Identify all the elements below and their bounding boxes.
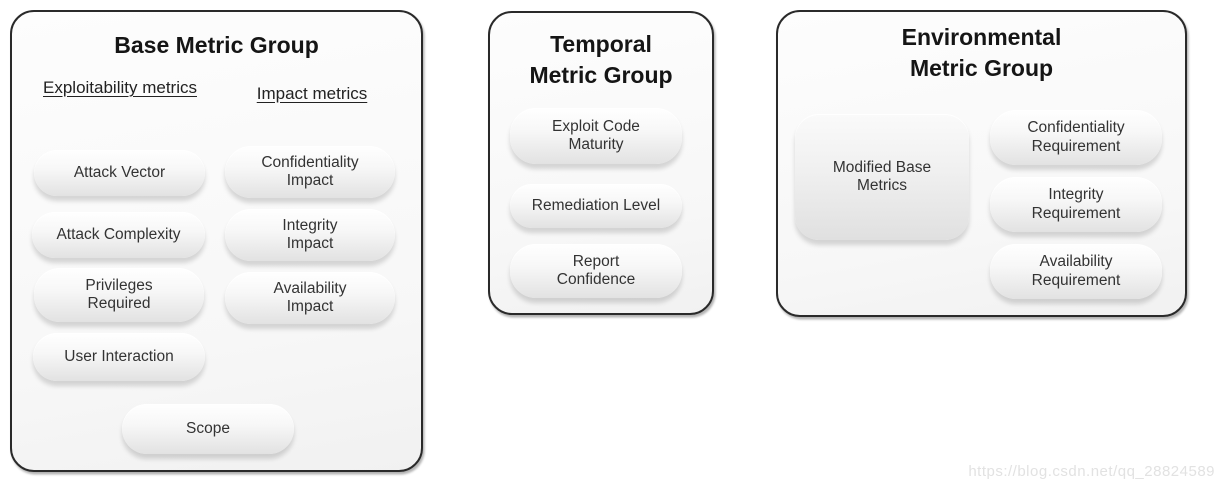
metric-label-privileges-required: Privileges Required — [85, 276, 153, 312]
temporal-metric-group-title: Temporal Metric Group — [490, 29, 712, 91]
metric-label-availability-requirement: Availability Requirement — [1031, 253, 1121, 289]
metric-label-exploit-code-maturity: Exploit Code Maturity — [552, 117, 640, 153]
metric-box-integrity-requirement: Integrity Requirement — [990, 177, 1162, 232]
watermark-text: https://blog.csdn.net/qq_28824589 — [968, 463, 1215, 480]
metric-box-remediation-level: Remediation Level — [510, 184, 682, 228]
metric-label-modified-base-metrics: Modified Base Metrics — [832, 158, 932, 194]
metric-box-scope: Scope — [122, 404, 294, 454]
metric-label-confidentiality-impact: Confidentiality Impact — [261, 153, 359, 189]
metric-label-scope: Scope — [186, 419, 230, 437]
metric-box-integrity-impact: Integrity Impact — [225, 209, 395, 261]
metric-label-integrity-impact: Integrity Impact — [282, 216, 338, 252]
temporal-metric-group-title-text: Temporal Metric Group — [529, 31, 673, 89]
metric-label-user-interaction: User Interaction — [64, 347, 174, 365]
metric-box-availability-requirement: Availability Requirement — [990, 244, 1162, 299]
metric-box-availability-impact: Availability Impact — [225, 272, 395, 324]
metric-box-modified-base-metrics: Modified Base Metrics — [795, 114, 969, 240]
environmental-metric-group-title: Environmental Metric Group — [778, 22, 1185, 84]
metric-label-attack-complexity: Attack Complexity — [56, 225, 181, 243]
metric-box-confidentiality-requirement: Confidentiality Requirement — [990, 110, 1162, 165]
metric-label-attack-vector: Attack Vector — [73, 163, 166, 181]
impact-metrics-header: Impact metrics — [256, 84, 368, 103]
metric-box-user-interaction: User Interaction — [33, 333, 205, 381]
metric-box-exploit-code-maturity: Exploit Code Maturity — [510, 108, 682, 164]
environmental-metric-group-panel: Environmental Metric Group Modified Base… — [776, 10, 1187, 317]
metric-box-report-confidence: Report Confidence — [510, 244, 682, 298]
metric-box-privileges-required: Privileges Required — [34, 268, 204, 322]
base-metric-group-panel: Base Metric Group Exploitability metrics… — [10, 10, 423, 472]
environmental-metric-group-title-text: Environmental Metric Group — [901, 24, 1062, 82]
metric-label-report-confidence: Report Confidence — [556, 252, 636, 288]
metric-label-availability-impact: Availability Impact — [273, 279, 347, 315]
metric-box-attack-vector: Attack Vector — [34, 150, 205, 196]
metric-box-confidentiality-impact: Confidentiality Impact — [225, 146, 395, 198]
base-metric-group-title-text: Base Metric Group — [114, 32, 319, 58]
metric-box-attack-complexity: Attack Complexity — [32, 212, 205, 258]
metric-label-remediation-level: Remediation Level — [531, 196, 661, 214]
metric-label-confidentiality-requirement: Confidentiality Requirement — [1027, 119, 1125, 155]
metric-label-integrity-requirement: Integrity Requirement — [1031, 186, 1121, 222]
exploitability-metrics-header: Exploitability metrics — [43, 78, 197, 97]
temporal-metric-group-panel: Temporal Metric Group Exploit Code Matur… — [488, 11, 714, 315]
base-metric-group-title: Base Metric Group — [12, 30, 421, 61]
